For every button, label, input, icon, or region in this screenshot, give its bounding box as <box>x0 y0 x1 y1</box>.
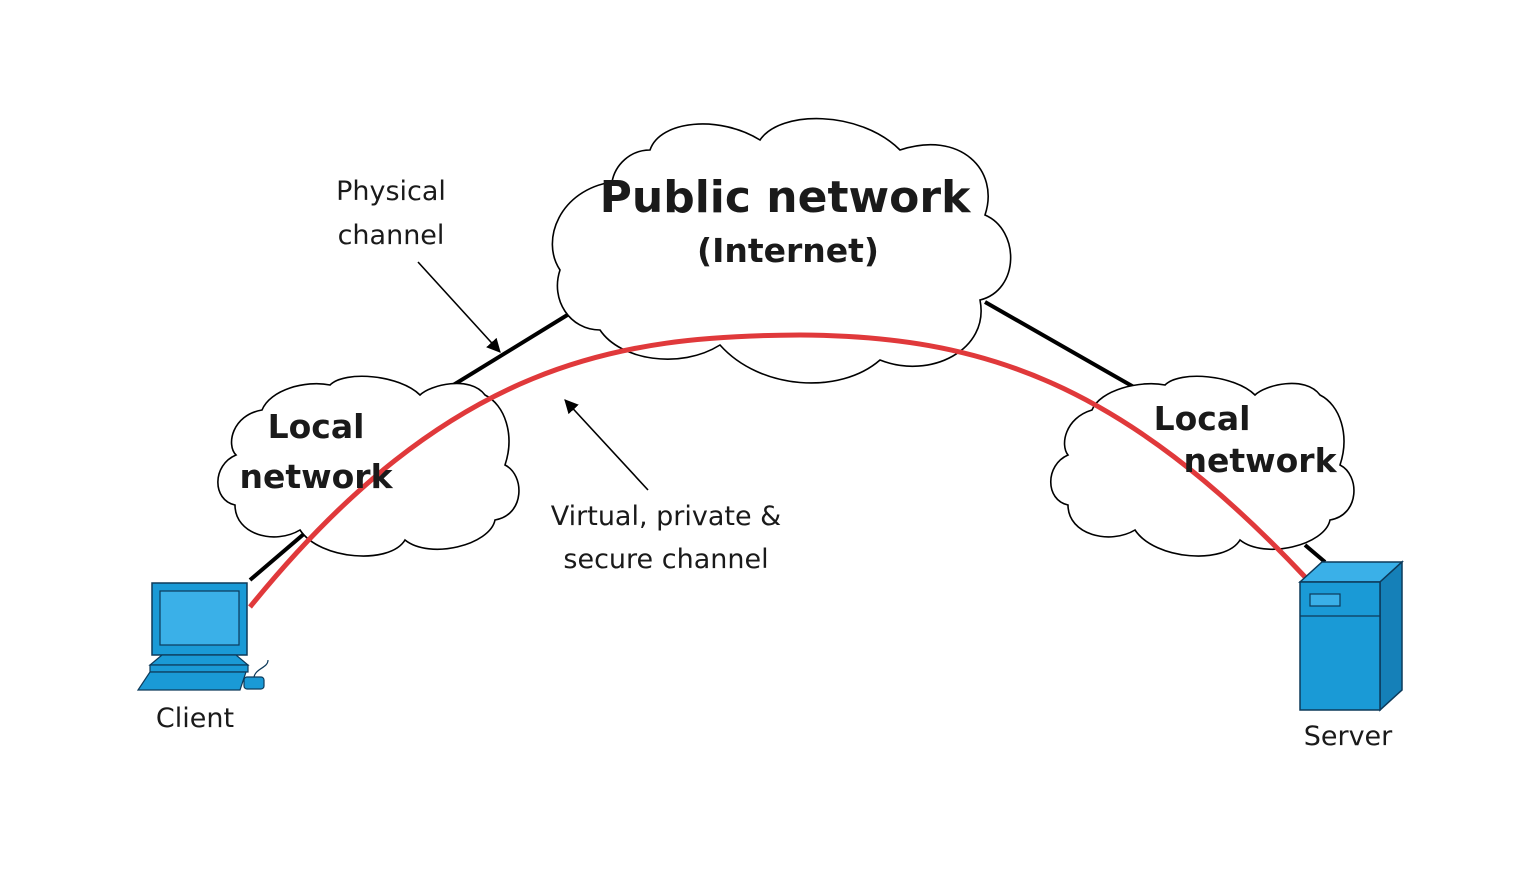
client-label: Client <box>156 703 234 734</box>
virtual-channel-label-line2: secure channel <box>563 544 768 575</box>
local-network-left-line1: Local <box>268 407 365 446</box>
local-network-right-line1: Local <box>1154 399 1251 438</box>
virtual-channel-pointer <box>564 399 649 491</box>
public-network-subtitle: (Internet) <box>697 231 879 270</box>
physical-links <box>248 300 1327 582</box>
physical-channel-pointer <box>417 261 501 353</box>
local-network-cloud-left <box>217 375 520 557</box>
secure-channel-arc <box>248 332 1308 609</box>
local-network-left-line2: network <box>239 457 393 496</box>
virtual-channel-label-line1: Virtual, private & <box>551 501 782 532</box>
server-icon <box>1298 560 1404 712</box>
physical-link-local-server <box>1303 543 1327 564</box>
physical-channel-label-line1: Physical <box>336 176 446 207</box>
physical-link-local-public <box>435 304 584 397</box>
physical-link-client-local <box>248 531 307 582</box>
physical-channel-label-line2: channel <box>338 220 445 251</box>
computer-icon <box>136 582 269 691</box>
public-network-cloud <box>551 117 1012 384</box>
local-network-right-line2: network <box>1183 441 1337 480</box>
server-label: Server <box>1304 721 1393 752</box>
public-network-title: Public network <box>600 172 972 223</box>
